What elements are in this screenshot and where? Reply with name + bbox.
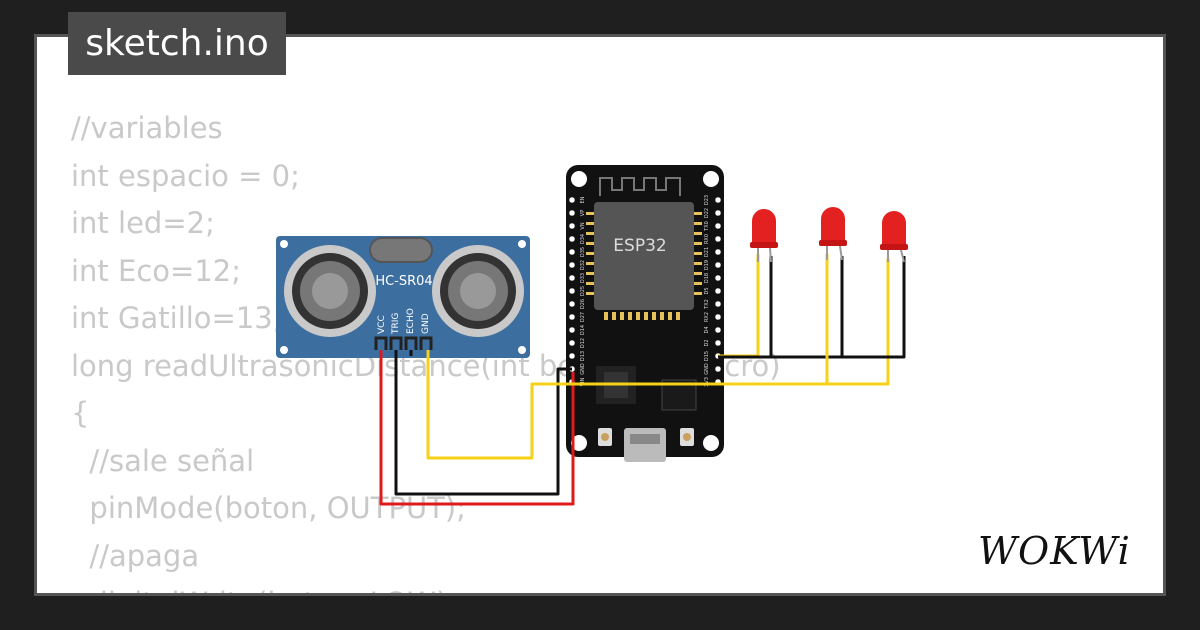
code-line: { — [71, 396, 90, 430]
code-line: pinMode(boton, OUTPUT); — [71, 491, 466, 525]
sensor-label: HC-SR04 — [375, 274, 432, 289]
esp32-label: ESP32 — [613, 236, 666, 256]
pin-label: VIN — [580, 377, 586, 386]
pin-label: RX2 — [704, 312, 710, 322]
pin-label: TX0 — [704, 221, 710, 232]
pin-label: VN — [580, 222, 586, 229]
sensor-pin-label: VCC — [377, 315, 387, 334]
wire-led3-gnd — [842, 256, 906, 359]
code-line: //sale señal — [71, 443, 255, 478]
pin-label: D34 — [580, 234, 586, 244]
wire-echo — [426, 258, 890, 460]
pin-label: GND — [704, 363, 710, 375]
pin-label: D33 — [580, 273, 586, 283]
pin-label: D25 — [580, 286, 586, 296]
pin-label: D26 — [580, 299, 586, 309]
pin-label: D15 — [704, 351, 710, 361]
pin-label: D27 — [580, 312, 586, 322]
preview-card: //variables int espacio = 0; int led=2; … — [34, 34, 1166, 596]
wire-led2-gnd — [771, 256, 844, 359]
pin-label: TX2 — [704, 299, 710, 310]
pin-label: D2 — [704, 339, 710, 346]
code-line: //variables — [71, 111, 223, 145]
code-preview: //variables int espacio = 0; int led=2; … — [71, 105, 781, 593]
wokwi-logo-text: WOKWi — [978, 529, 1131, 573]
sensor-pin-label: TRIG — [391, 313, 401, 335]
pin-label: D12 — [580, 338, 586, 348]
pin-label: D14 — [580, 325, 586, 335]
hc-sr04-sensor: HC-SR04 VCC TRIG ECHO GND — [276, 236, 530, 358]
pin-label: GND — [580, 363, 586, 375]
pin-label: D13 — [580, 351, 586, 361]
code-line: int led=2; — [71, 206, 215, 240]
led-2[interactable] — [819, 207, 847, 261]
sensor-pin-label: GND — [421, 313, 431, 334]
code-line: //apaga — [71, 538, 200, 573]
pin-label: 3V3 — [704, 377, 710, 387]
pin-label: D21 — [704, 247, 710, 257]
pin-label: D32 — [580, 260, 586, 270]
code-line: digitalWrite(boton, LOW); — [71, 586, 457, 593]
code-line: int Eco=12; — [71, 253, 242, 288]
code-line: int espacio = 0; — [71, 158, 300, 193]
pin-label: VP — [580, 210, 586, 216]
pin-label: D35 — [580, 247, 586, 257]
wokwi-logo: WOKWi — [978, 529, 1131, 573]
wire-led1-gnd — [718, 256, 773, 359]
sensor-pin-label: ECHO — [406, 308, 416, 334]
pin-label: EN — [580, 196, 586, 203]
esp32-board: ESP32 EN VP VN D34 D35 D32 D33 D25 D26 D… — [566, 165, 724, 462]
pin-label: D18 — [704, 273, 710, 283]
wires — [379, 254, 906, 506]
pin-label: D5 — [704, 287, 710, 294]
pin-label: D22 — [704, 208, 710, 218]
pin-label: D19 — [704, 260, 710, 270]
wire-trig — [394, 350, 572, 496]
code-line: int Gatillo=13; — [71, 301, 283, 335]
pin-label: D23 — [704, 195, 710, 205]
pin-label: D4 — [704, 326, 710, 333]
file-name-tab: sketch.ino — [68, 12, 286, 75]
led-3[interactable] — [880, 211, 908, 263]
pin-label: RX0 — [704, 234, 710, 244]
led-1[interactable] — [750, 209, 778, 263]
wire-vcc — [379, 350, 575, 506]
